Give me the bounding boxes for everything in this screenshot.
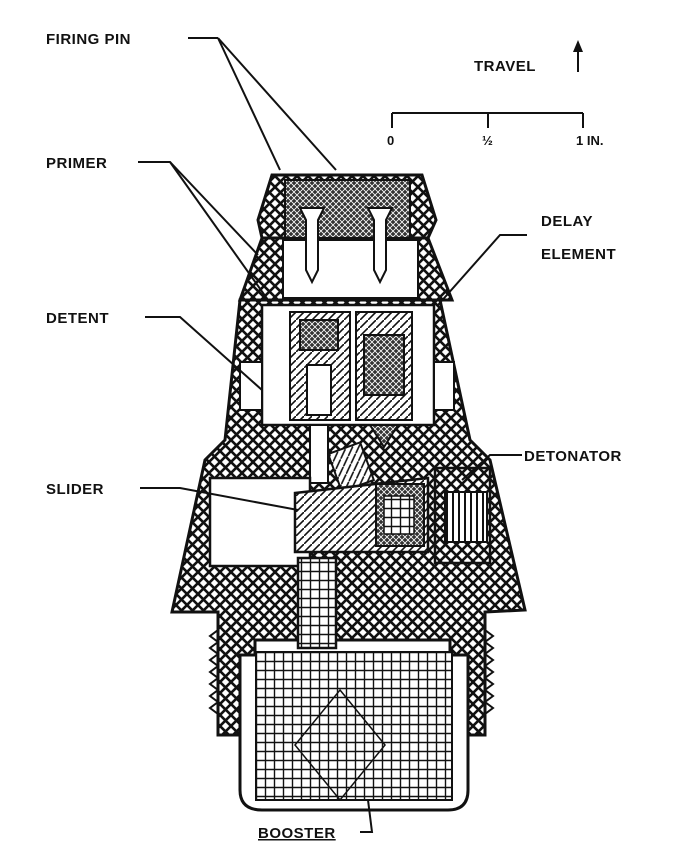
label-booster: BOOSTER [258,825,336,842]
label-travel: TRAVEL [474,58,536,75]
label-firing-pin: FIRING PIN [46,31,131,48]
primer [299,319,339,351]
label-primer: PRIMER [46,155,107,172]
travel-arrowhead-icon [573,40,583,52]
lead-channel [296,556,338,650]
label-detent: DETENT [46,310,109,327]
scale-start: 0 [387,133,394,148]
detonator [444,491,488,543]
label-detonator: DETONATOR [524,448,622,465]
detent [309,424,329,484]
delay-tip [368,424,400,449]
scale-end: 1 IN. [576,133,603,148]
slider-charge-core [383,495,415,535]
label-slider: SLIDER [46,481,104,498]
delay-element [363,334,405,396]
right-threads [483,629,495,715]
slider-channel [208,476,312,568]
firing-pin-cavity [282,239,419,299]
travel-scale [391,40,584,128]
label-delay-element-line1: DELAY [541,213,593,230]
leader-lines [138,37,527,833]
firing-pin-right [366,207,394,285]
booster-pattern [294,688,386,802]
label-delay-element-line2: ELEMENT [541,246,616,263]
firing-pin-left [298,207,326,285]
scale-mid: ½ [482,133,493,148]
left-threads [208,629,220,715]
right-port [433,361,455,411]
primer-channel [306,364,332,416]
